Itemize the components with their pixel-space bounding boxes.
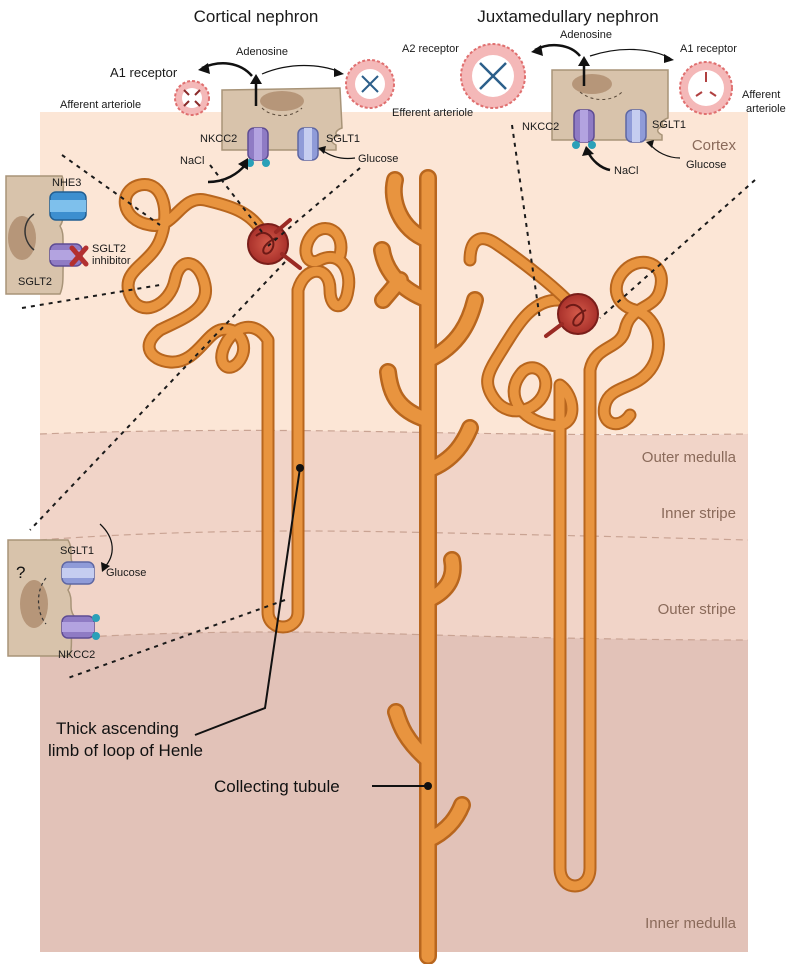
label-nacl-left: NaCl xyxy=(180,155,204,167)
nkcc2-transporter-cortical xyxy=(246,127,270,167)
sglt2-inhibitor-cross-icon xyxy=(69,245,89,267)
proximal-tubule-inset: NHE3 SGLT2 SGLT2 inhibitor xyxy=(5,175,131,295)
sglt1-transporter-cortical xyxy=(297,127,319,161)
label-sglt1-tal: SGLT1 xyxy=(60,545,94,557)
nkcc2-transporter-juxtamedullary xyxy=(572,109,596,149)
zone-label-inner-stripe: Inner stripe xyxy=(661,505,736,522)
title-cortical-nephron: Cortical nephron xyxy=(194,7,319,26)
label-question-mark: ? xyxy=(16,563,25,582)
label-glucose-right: Glucose xyxy=(686,159,726,171)
label-a2-receptor: A2 receptor xyxy=(402,43,459,55)
label-afferent-arteriole-left: Afferent arteriole xyxy=(60,99,141,111)
sglt1-transporter-juxtamedullary xyxy=(625,109,647,143)
juxtamedullary-cell-panel: Adenosine A2 receptor A1 receptor Affere… xyxy=(402,29,786,177)
label-afferent-right-2: arteriole xyxy=(746,103,786,115)
juxtamedullary-nephron xyxy=(463,232,668,893)
collecting-tubule xyxy=(373,169,484,965)
stripe-boundary xyxy=(39,530,749,541)
zone-label-outer-medulla: Outer medulla xyxy=(642,449,737,466)
title-juxtamedullary-nephron: Juxtamedullary nephron xyxy=(477,7,658,26)
label-thick-ascending-limb-1: Thick ascending xyxy=(56,719,179,738)
label-sglt1-left: SGLT1 xyxy=(326,133,360,145)
label-thick-ascending-limb-2: limb of loop of Henle xyxy=(48,741,203,760)
outer-medulla-zone xyxy=(40,430,748,640)
label-a1-receptor-right: A1 receptor xyxy=(680,43,737,55)
nhe3-transporter xyxy=(49,191,87,221)
label-afferent-right-1: Afferent xyxy=(742,89,780,101)
label-nkcc2-right: NKCC2 xyxy=(522,121,559,133)
efferent-arteriole-cortical xyxy=(345,59,395,109)
cortical-nephron xyxy=(118,178,356,634)
zone-label-outer-stripe: Outer stripe xyxy=(658,601,736,618)
label-nhe3: NHE3 xyxy=(52,177,81,189)
cortical-cell-panel: Adenosine A1 receptor Afferent arteriole… xyxy=(60,46,473,184)
label-nacl-right: NaCl xyxy=(614,165,638,177)
label-a1-receptor-left: A1 receptor xyxy=(110,65,178,80)
label-nkcc2-left: NKCC2 xyxy=(200,133,237,145)
sglt1-transporter-tal xyxy=(61,561,95,585)
cortical-glomerulus xyxy=(247,223,289,265)
label-sglt2-inhibitor-2: inhibitor xyxy=(92,255,131,267)
label-adenosine-right: Adenosine xyxy=(560,29,612,41)
medulla-boundary xyxy=(39,631,749,641)
label-collecting-tubule: Collecting tubule xyxy=(214,777,340,796)
kidney-zones xyxy=(39,112,749,952)
callouts: Thick ascending limb of loop of Henle Co… xyxy=(48,464,432,796)
label-sglt1-right: SGLT1 xyxy=(652,119,686,131)
nkcc2-transporter-tal xyxy=(61,614,100,640)
zone-label-cortex: Cortex xyxy=(692,137,737,154)
afferent-arteriole-juxtamedullary xyxy=(679,61,733,115)
label-glucose-left: Glucose xyxy=(358,153,398,165)
label-efferent-arteriole: Efferent arteriole xyxy=(392,107,473,119)
afferent-arteriole-cortical xyxy=(174,80,210,116)
zone-label-inner-medulla: Inner medulla xyxy=(645,915,737,932)
label-sglt2: SGLT2 xyxy=(18,276,52,288)
label-adenosine-left: Adenosine xyxy=(236,46,288,58)
cortex-boundary xyxy=(39,429,749,436)
label-sglt2-inhibitor-1: SGLT2 xyxy=(92,243,126,255)
tal-inset: ? SGLT1 Glucose NKCC2 xyxy=(7,523,146,661)
label-nkcc2-tal: NKCC2 xyxy=(58,649,95,661)
efferent-arteriole-juxtamedullary xyxy=(460,43,526,109)
inner-medulla-zone xyxy=(40,632,748,952)
label-glucose-tal: Glucose xyxy=(106,567,146,579)
zoom-guides xyxy=(21,124,756,679)
